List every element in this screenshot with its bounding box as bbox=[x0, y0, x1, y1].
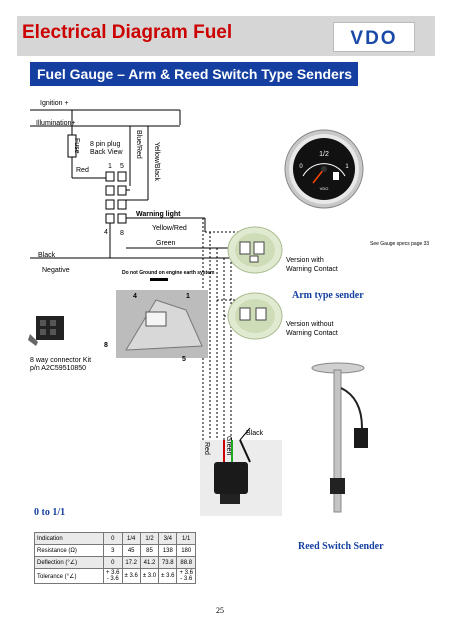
fuel-pump-icon bbox=[333, 172, 339, 180]
page-number: 25 bbox=[216, 606, 224, 615]
table-cell: 45 bbox=[121, 544, 141, 557]
yellow-red-label: Yellow/Red bbox=[152, 225, 187, 232]
spec-table: Indication 0 1/4 1/2 3/4 1/1 Resistance … bbox=[34, 532, 196, 584]
fuel-gauge-image: 1/2 0 1 VDO bbox=[284, 129, 364, 209]
subtitle-bar bbox=[30, 62, 358, 86]
table-cell: 0 bbox=[103, 556, 123, 569]
table-cell: 1/2 bbox=[139, 532, 160, 545]
table-cell: ± 3.6 bbox=[121, 568, 141, 584]
photo-pin1-label: 1 bbox=[186, 293, 190, 300]
reed-sender-title: Reed Switch Sender bbox=[298, 541, 384, 552]
blue-red-label: Blue/Red bbox=[135, 130, 142, 159]
table-cell: + 3.6 - 3.6 bbox=[103, 568, 123, 584]
photo-pin8-label: 8 bbox=[104, 342, 108, 349]
plug-label-line2: Back View bbox=[90, 149, 123, 156]
table-cell: 1/4 bbox=[121, 532, 141, 545]
pin-box-4 bbox=[105, 213, 115, 224]
table-cell: Resistance (Ω) bbox=[34, 544, 104, 557]
vdo-logo-text: VDO bbox=[350, 28, 397, 49]
table-cell: 73.8 bbox=[158, 556, 178, 569]
gauge-spec-note: See Gauge specs page 33 bbox=[370, 241, 430, 247]
pin-box-2 bbox=[105, 185, 115, 196]
black-wire-lead bbox=[239, 427, 251, 441]
table-cell: 85 bbox=[139, 544, 160, 557]
with-contact-line1: Version with bbox=[286, 257, 324, 264]
page-title: Electrical Diagram Fuel bbox=[22, 22, 233, 43]
spec-table-wrapper: Indication 0 1/4 1/2 3/4 1/1 Resistance … bbox=[34, 532, 196, 584]
table-row: Indication 0 1/4 1/2 3/4 1/1 bbox=[34, 532, 196, 545]
gauge-brand: VDO bbox=[320, 186, 329, 191]
table-cell: 3 bbox=[103, 544, 123, 557]
photo-pin4-label: 4 bbox=[133, 293, 137, 300]
range-label: 0 to 1/1 bbox=[34, 507, 66, 518]
ignition-label: Ignition + bbox=[40, 100, 69, 107]
table-cell: 17.2 bbox=[121, 556, 141, 569]
arm-sender-without-contact-image bbox=[227, 292, 283, 340]
wire-red-label: Red bbox=[203, 442, 210, 455]
arm-sender-title: Arm type sender bbox=[292, 290, 364, 301]
pin-box-8 bbox=[117, 213, 127, 224]
reed-switch-sender-image bbox=[311, 362, 368, 513]
without-contact-line2: Warning Contact bbox=[286, 330, 338, 337]
pin-box-3 bbox=[105, 199, 115, 210]
gauge-one-label: 1 bbox=[345, 164, 349, 170]
vdo-logo: VDO bbox=[333, 22, 415, 52]
yellow-black-label: Yellow/Black bbox=[153, 142, 160, 182]
pin-box-5 bbox=[117, 171, 127, 182]
black-label: Black bbox=[38, 252, 56, 259]
table-cell: 138 bbox=[158, 544, 178, 557]
illumination-label: Illumination+ bbox=[36, 120, 76, 127]
pin-box-6 bbox=[117, 185, 127, 196]
red-wire-label: Red bbox=[76, 167, 89, 174]
pin4-label: 4 bbox=[104, 229, 108, 236]
table-cell: 180 bbox=[176, 544, 196, 557]
gauge-zero-label: 0 bbox=[299, 164, 303, 170]
with-contact-line2: Warning Contact bbox=[286, 266, 338, 273]
connector-kit-line2: p/n A2C59510850 bbox=[30, 365, 87, 372]
wire-black-label: Black bbox=[246, 430, 264, 437]
pin8-label: 8 bbox=[120, 230, 124, 237]
table-cell: 0 bbox=[103, 532, 123, 545]
photo-pin5-label: 5 bbox=[182, 356, 186, 363]
table-cell: + 3.6 - 3.6 bbox=[176, 568, 196, 584]
warning-light-label: Warning light bbox=[136, 211, 181, 218]
without-contact-line1: Version without bbox=[286, 321, 334, 328]
connector-kit-line1: 8 way connector Kit bbox=[30, 357, 92, 364]
table-cell: 3/4 bbox=[158, 532, 178, 545]
section-subtitle: Fuel Gauge – Arm & Reed Switch Type Send… bbox=[37, 66, 353, 82]
table-cell: 1/1 bbox=[176, 532, 196, 545]
pin5-label: 5 bbox=[120, 163, 124, 170]
green-label: Green bbox=[156, 240, 176, 247]
plug-wires-photo bbox=[200, 440, 282, 516]
table-cell: 88.8 bbox=[176, 556, 196, 569]
pin-box-7 bbox=[117, 199, 127, 210]
table-cell: Indication bbox=[34, 532, 104, 545]
arm-sender-with-contact-image bbox=[227, 226, 283, 274]
table-cell: ± 3.0 bbox=[139, 568, 160, 584]
table-cell: Deflection (°∠) bbox=[34, 556, 104, 569]
pin-box-1 bbox=[105, 171, 115, 182]
connector-rear-photo bbox=[116, 290, 208, 358]
table-cell: ± 3.6 bbox=[158, 568, 178, 584]
gauge-half-label: 1/2 bbox=[319, 151, 329, 158]
negative-label: Negative bbox=[42, 267, 70, 274]
pin1-label: 1 bbox=[108, 163, 112, 170]
table-cell: 41.2 bbox=[139, 556, 160, 569]
table-row: Tolerance (°∠) + 3.6 - 3.6 ± 3.6 ± 3.0 ±… bbox=[34, 568, 196, 584]
table-cell: Tolerance (°∠) bbox=[34, 568, 104, 584]
connector-kit-icon bbox=[28, 316, 64, 346]
table-row: Resistance (Ω) 3 45 85 138 180 bbox=[34, 544, 196, 557]
table-row: Deflection (°∠) 0 17.2 41.2 73.8 88.8 bbox=[34, 556, 196, 569]
ground-symbol bbox=[150, 278, 168, 281]
ground-note: Do not Ground on engine earth system bbox=[122, 270, 215, 276]
fuse-label: Fuse bbox=[73, 138, 80, 154]
wire-green-label: Green bbox=[225, 436, 232, 456]
plug-label-line1: 8 pin plug bbox=[90, 141, 121, 148]
